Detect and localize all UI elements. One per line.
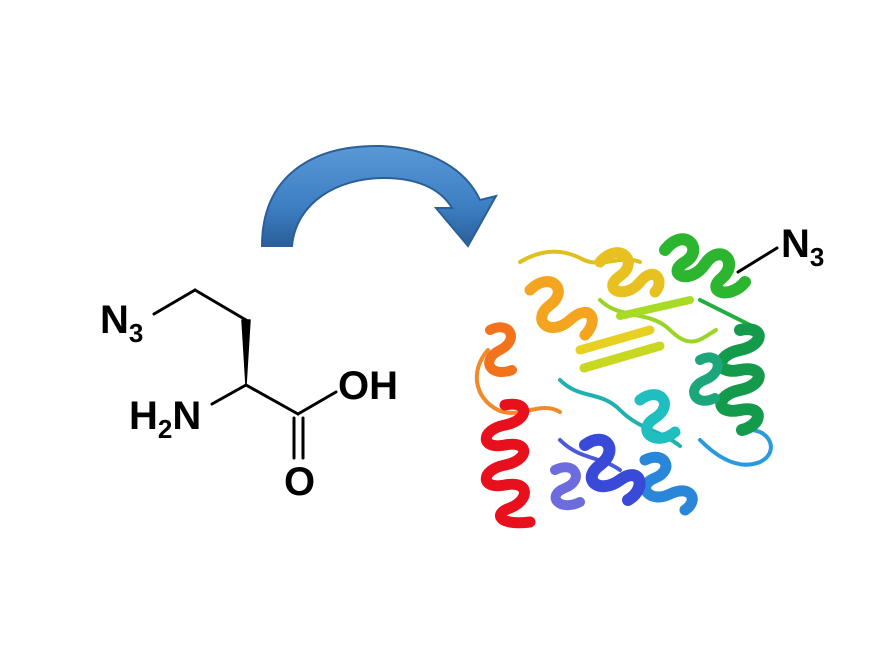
helix-teal	[689, 352, 723, 406]
helix-lightblue	[639, 451, 698, 516]
protein-azide-label: N3	[781, 222, 825, 272]
bond-c1-c2	[193, 288, 248, 322]
amine-label: H2N	[129, 394, 202, 444]
bond-n3-c1	[152, 288, 197, 316]
helix-violet	[550, 462, 585, 511]
reaction-arrow	[260, 144, 499, 248]
amino-acid-structure	[152, 288, 338, 460]
helix-gold	[524, 276, 598, 341]
azide-label: N3	[100, 298, 144, 348]
wedge-bond	[241, 319, 251, 386]
protein-loop	[698, 428, 773, 467]
helix-orange	[484, 322, 517, 377]
protein-sheet	[616, 296, 694, 320]
helix-cyan	[634, 389, 681, 444]
protein-loop	[474, 348, 562, 415]
helix-darkgreen	[715, 323, 765, 436]
hydroxyl-label: OH	[338, 364, 398, 408]
protein-structure	[474, 233, 773, 529]
helix-blue	[579, 433, 646, 506]
bond-c-oh	[296, 390, 338, 416]
protein-sheet	[579, 341, 665, 373]
curved-arrow-body	[260, 144, 499, 248]
carbonyl-oxygen-label: O	[284, 460, 316, 504]
protein-loop	[558, 438, 622, 472]
bond-ca-c	[244, 383, 300, 416]
protein-loop	[598, 298, 718, 344]
azide-tag-line	[736, 246, 779, 274]
helix-yellow	[594, 247, 665, 298]
bond-ca-n	[210, 383, 248, 406]
helix-green	[659, 233, 751, 299]
protein-sheet	[575, 325, 655, 355]
helix-red	[480, 398, 536, 529]
